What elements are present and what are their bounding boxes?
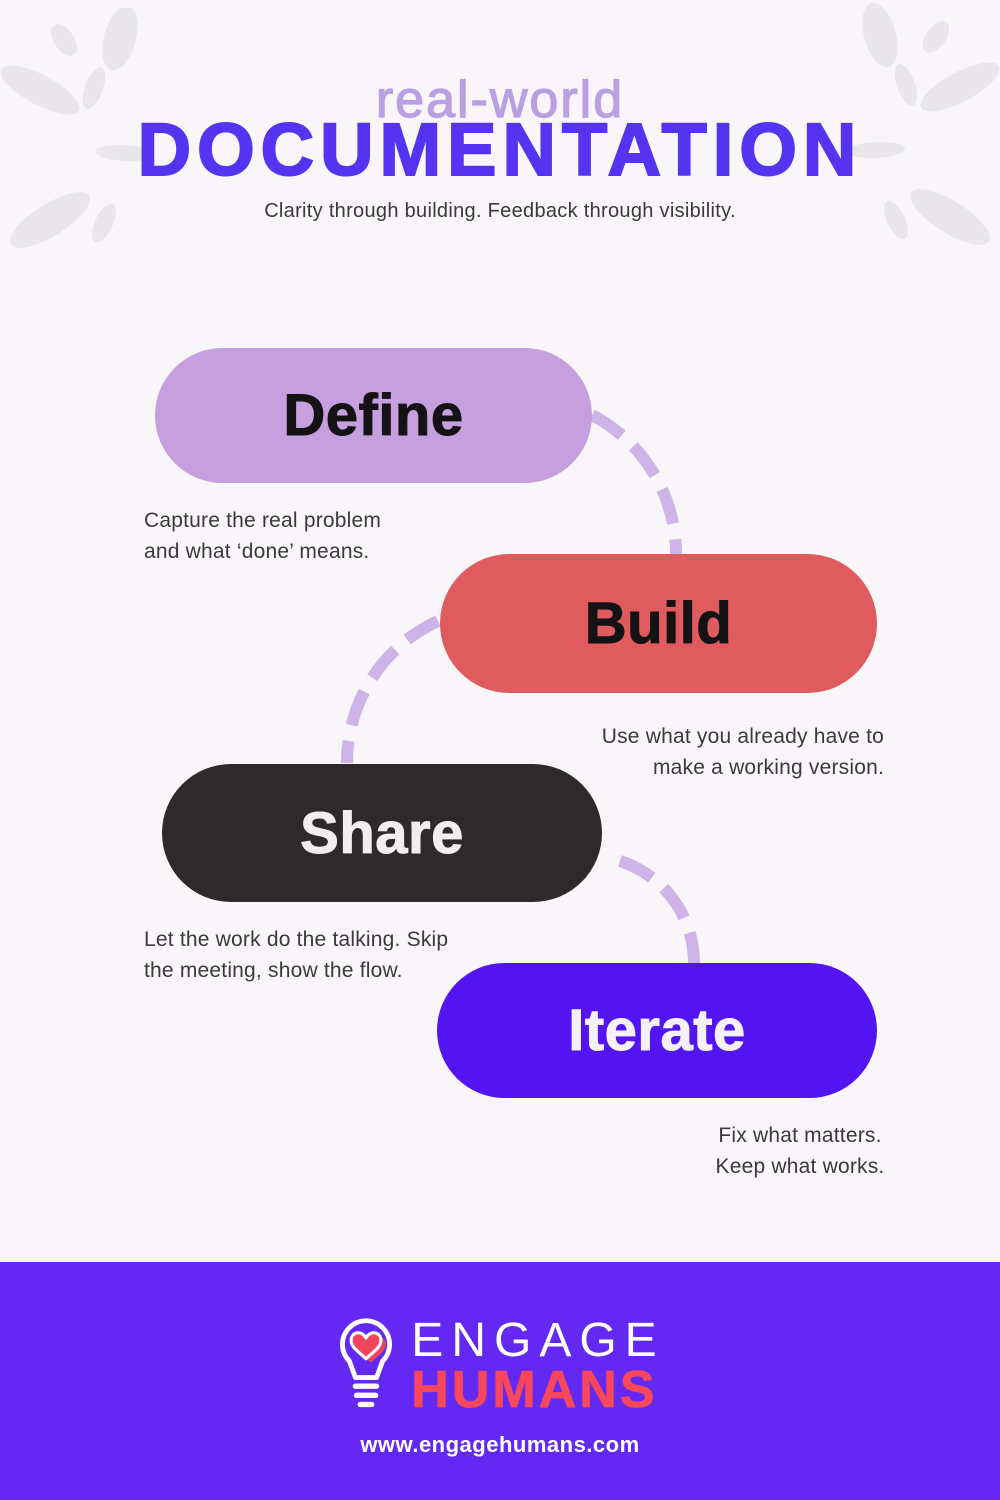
step-label-build: Build <box>584 591 733 657</box>
step-pill-define: Define <box>155 348 592 483</box>
step-pill-build: Build <box>440 554 877 693</box>
footer: ENGAGE HUMANS www.engagehumans.com <box>0 1262 1000 1500</box>
connector-share-iterate <box>618 855 701 964</box>
heart-icon <box>349 1331 383 1361</box>
step-label-define: Define <box>283 383 464 449</box>
brand-name: ENGAGE HUMANS <box>411 1313 665 1419</box>
step-caption-iterate: Fix what matters. Keep what works. <box>715 1124 885 1178</box>
step-caption-define: Capture the real problem and what ‘done’… <box>144 509 382 563</box>
step-label-share: Share <box>300 800 464 866</box>
page-title: DOCUMENTATION <box>137 108 863 191</box>
brand-name-top: ENGAGE <box>411 1313 665 1367</box>
website-link[interactable]: www.engagehumans.com <box>360 1432 640 1457</box>
brand-name-bottom: HUMANS <box>411 1360 658 1419</box>
burst-decoration-right-icon <box>847 2 1000 245</box>
step-label-iterate: Iterate <box>568 998 746 1064</box>
subtitle-text: Clarity through building. Feedback throu… <box>264 200 736 222</box>
connector-define-build <box>589 409 682 555</box>
step-pill-iterate: Iterate <box>437 963 877 1098</box>
burst-decoration-left-icon <box>0 8 153 248</box>
brand-logo: ENGAGE HUMANS <box>335 1316 664 1416</box>
step-caption-build: Use what you already have to make a work… <box>601 725 884 779</box>
step-pill-share: Share <box>162 764 602 902</box>
connector-build-share <box>340 615 441 764</box>
lightbulb-heart-icon <box>340 1318 393 1408</box>
kicker-text: real-world <box>375 71 625 129</box>
step-caption-share: Let the work do the talking. Skip the me… <box>144 928 449 982</box>
